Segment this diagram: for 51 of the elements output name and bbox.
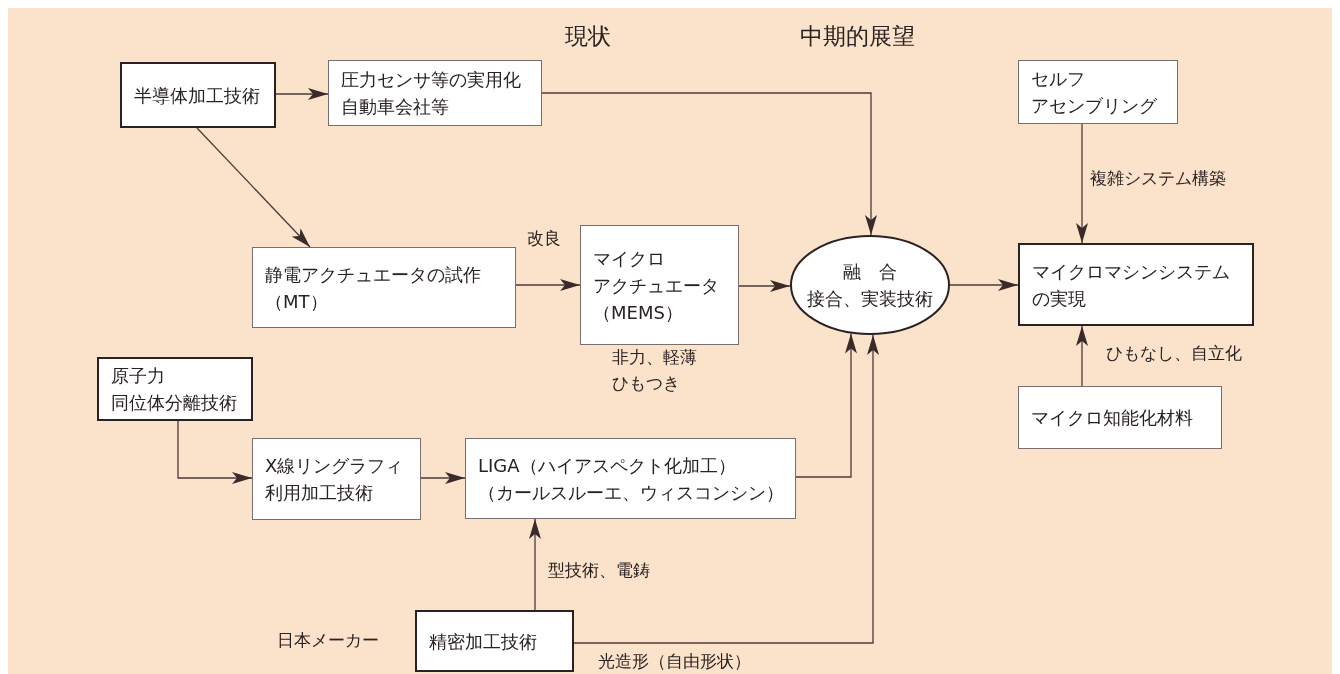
edge-label: 型技術、電鋳 — [548, 559, 650, 582]
arrow — [515, 279, 581, 291]
node-text: 精密加工技術 — [429, 629, 538, 654]
process-ellipse — [790, 235, 950, 335]
process-box — [1018, 243, 1254, 326]
node-text: 接合、実装技術 — [807, 287, 933, 311]
arrow — [1076, 123, 1088, 244]
column-heading: 中期的展望 — [800, 22, 915, 51]
arrow — [573, 334, 879, 644]
arrow — [1076, 325, 1088, 387]
side-note: 日本メーカー — [277, 629, 379, 652]
process-box — [465, 438, 796, 519]
node-text: マイクロ知能化材料 — [1031, 406, 1194, 430]
arrow — [177, 420, 253, 484]
node-text: （MEMS） — [593, 300, 684, 325]
node-text: 原子力同位体分離技術 — [111, 364, 238, 415]
edge-label: 改良 — [527, 227, 561, 250]
node-text: マイクロアクチュエータ — [593, 246, 720, 298]
node-text: LIGA（ハイアスペクト化加工） — [478, 453, 737, 478]
edge-label: 複雑システム構築 — [1090, 167, 1226, 190]
node-text: X線リングラフィ利用加工技術 — [265, 454, 405, 505]
node-text: 融 合 — [843, 260, 897, 284]
process-box — [120, 62, 276, 128]
process-box — [1018, 60, 1178, 124]
arrow — [738, 280, 791, 292]
process-box — [252, 247, 516, 328]
node-text: 静電アクチュエータの試作 — [265, 262, 482, 287]
node-text: 半導体加工技術 — [134, 83, 261, 108]
node-text: 自動車会社等 — [341, 95, 450, 119]
side-note: 非力、軽薄ひもつき — [612, 346, 697, 395]
node-text: （カールスルーエ、ウィスコンシン） — [478, 480, 783, 505]
edge-label: ひもなし、自立化 — [1106, 342, 1242, 365]
arrow — [420, 472, 466, 484]
edge-label: 光造形（自由形状） — [598, 650, 751, 673]
process-box — [328, 60, 542, 126]
arrow — [275, 88, 329, 100]
node-text: 圧力センサ等の実用化 — [341, 68, 522, 92]
process-box — [1018, 386, 1222, 449]
arrow — [949, 279, 1019, 291]
column-heading: 現状 — [565, 22, 611, 51]
node-text: セルフアセンブリング — [1031, 67, 1158, 118]
arrow — [529, 518, 541, 611]
node-text: （MT） — [265, 289, 329, 314]
process-box — [415, 610, 574, 672]
arrow — [541, 92, 877, 236]
process-box — [580, 225, 739, 345]
arrow — [196, 127, 311, 248]
node-text: マイクロマシンシステムの実現 — [1032, 259, 1231, 311]
process-box — [97, 357, 253, 421]
process-box — [252, 438, 421, 520]
arrow — [795, 332, 857, 478]
